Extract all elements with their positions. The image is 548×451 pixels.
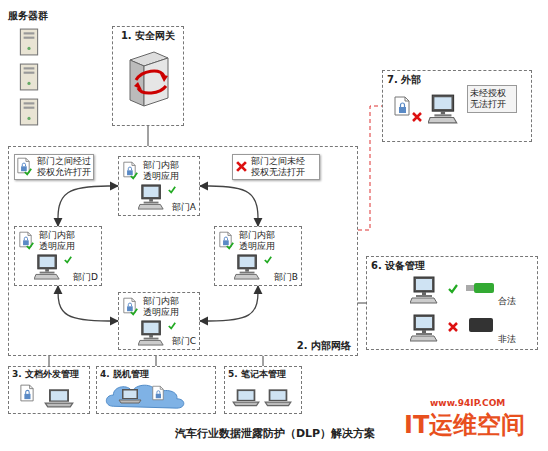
callout-text: 部门之间经过授权允许打开 bbox=[37, 156, 92, 178]
watermark: www.94IP.COM bbox=[430, 398, 505, 409]
gateway-box: 1. 安全网关 bbox=[112, 26, 184, 126]
callout-text: 部门之间未经授权无法打开 bbox=[251, 156, 311, 178]
allow-mark bbox=[169, 187, 175, 193]
server-icon bbox=[20, 64, 37, 90]
laptop-icon bbox=[45, 389, 73, 407]
exchange-arrow bbox=[58, 286, 118, 321]
department-box: 部门内部透明应用部门C bbox=[118, 292, 200, 350]
network-link bbox=[263, 356, 264, 366]
computer-icon bbox=[138, 321, 163, 345]
locked-doc-icon bbox=[18, 158, 29, 173]
department-name: 部门C bbox=[172, 336, 196, 347]
note-text: 未经授权无法打开 bbox=[467, 85, 517, 113]
locked-doc-icon bbox=[21, 385, 33, 401]
allow-mark bbox=[25, 169, 31, 175]
deny-mark bbox=[449, 323, 457, 331]
group-label: 服务器群 bbox=[8, 10, 48, 22]
department-note: 部门内部透明应用 bbox=[143, 296, 183, 318]
laptop-icon bbox=[119, 389, 141, 403]
network-link bbox=[358, 106, 382, 230]
illegal-device-icon bbox=[469, 318, 493, 332]
allow-mark bbox=[169, 323, 175, 329]
computer-icon bbox=[428, 95, 457, 123]
box-title: 3. 文档外发管理 bbox=[12, 369, 79, 380]
computer-icon bbox=[410, 315, 437, 341]
department-note: 部门内部透明应用 bbox=[143, 160, 183, 182]
locked-doc-icon bbox=[395, 97, 409, 115]
laptop-icon bbox=[265, 389, 291, 405]
exchange-arrow bbox=[200, 286, 258, 321]
network-link bbox=[358, 303, 366, 304]
computer-icon bbox=[138, 185, 163, 209]
department-box: 部门内部透明应用部门A bbox=[118, 156, 200, 216]
box-title: 6. 设备管理 bbox=[371, 260, 425, 272]
callout-box: 部门之间未经授权无法打开 bbox=[232, 154, 320, 180]
cloud-icon bbox=[106, 385, 183, 408]
box-title: 4. 脱机管理 bbox=[100, 369, 149, 380]
box-title: 5. 笔记本管理 bbox=[228, 369, 286, 380]
computer-icon bbox=[34, 255, 59, 279]
gateway-icon bbox=[130, 52, 168, 106]
network-link bbox=[148, 126, 149, 146]
department-name: 部门B bbox=[274, 272, 298, 283]
external-box: 7. 外部未经授权无法打开 bbox=[382, 70, 532, 142]
department-name: 部门D bbox=[73, 272, 98, 283]
watermark: IT运维空间 bbox=[404, 412, 525, 438]
allow-mark bbox=[131, 173, 137, 179]
status-label: 非法 bbox=[498, 334, 516, 345]
deny-mark bbox=[237, 162, 246, 171]
locked-doc-icon bbox=[220, 232, 231, 247]
box-title: 7. 外部 bbox=[387, 74, 421, 86]
allow-mark bbox=[227, 243, 233, 249]
department-box: 部门内部透明应用部门B bbox=[214, 226, 302, 286]
exchange-arrow bbox=[58, 186, 118, 226]
department-note: 部门内部透明应用 bbox=[39, 230, 79, 252]
department-box: 部门内部透明应用部门D bbox=[14, 226, 102, 286]
callout-box: 部门之间经过授权允许打开 bbox=[14, 154, 94, 180]
computer-icon bbox=[410, 277, 437, 303]
allow-mark bbox=[65, 257, 71, 263]
network-link bbox=[156, 356, 157, 366]
exchange-arrow bbox=[200, 186, 258, 226]
locked-doc-icon bbox=[20, 232, 31, 247]
network-link bbox=[49, 356, 50, 366]
network-zone: 2. 内部网络部门之间经过授权允许打开部门内部透明应用部门A部门之间未经授权无法… bbox=[8, 146, 358, 356]
diagram-caption: 汽车行业数据泄露防护（DLP）解决方案 bbox=[150, 426, 400, 441]
status-label: 合法 bbox=[498, 296, 516, 307]
module-box: 5. 笔记本管理 bbox=[224, 366, 302, 414]
computer-icon bbox=[234, 255, 259, 279]
locked-doc-icon bbox=[124, 162, 135, 177]
laptop-icon bbox=[233, 389, 259, 405]
department-name: 部门A bbox=[172, 202, 196, 213]
allow-mark bbox=[131, 309, 137, 315]
allow-mark bbox=[449, 285, 457, 292]
deny-mark bbox=[413, 113, 421, 121]
zone-title: 2. 内部网络 bbox=[297, 340, 351, 352]
module-box: 3. 文档外发管理 bbox=[8, 366, 90, 414]
box-title: 1. 安全网关 bbox=[113, 30, 183, 42]
locked-doc-icon bbox=[124, 298, 135, 313]
server-icon bbox=[20, 99, 37, 125]
server-icon bbox=[20, 29, 37, 55]
allow-mark bbox=[27, 243, 33, 249]
allow-mark bbox=[265, 257, 271, 263]
department-note: 部门内部透明应用 bbox=[239, 230, 279, 252]
usb-device-icon bbox=[466, 283, 494, 293]
module-box: 4. 脱机管理 bbox=[96, 366, 216, 414]
locked-doc-icon bbox=[153, 386, 164, 400]
